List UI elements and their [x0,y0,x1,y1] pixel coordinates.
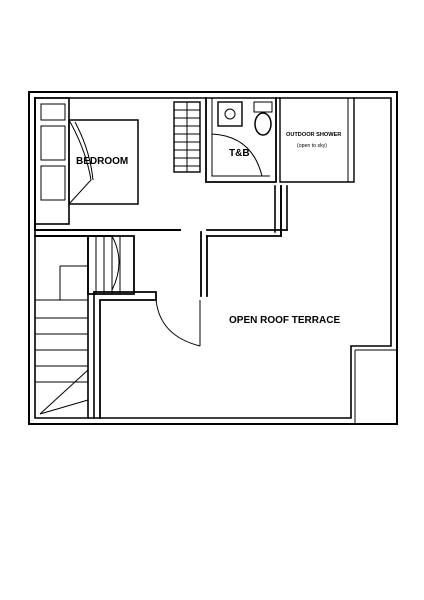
outdoor-shower-note: (open to sky) [297,143,327,149]
toilet-bath-label: T&B [229,148,250,159]
corridor-walls [200,185,288,297]
outdoor-shower: OUTDOOR SHOWER (open to sky) [279,97,355,183]
staircase [35,235,135,419]
outdoor-shower-label: OUTDOOR SHOWER [286,132,341,138]
bedroom: BEDROOM [34,97,181,237]
toilet-bath: T&B [173,97,277,183]
bedroom-label: BEDROOM [76,156,128,167]
outer-walls [28,91,398,425]
terrace-label: OPEN ROOF TERRACE [229,315,340,326]
bed [68,119,139,205]
terrace-inner-walls [93,291,201,419]
